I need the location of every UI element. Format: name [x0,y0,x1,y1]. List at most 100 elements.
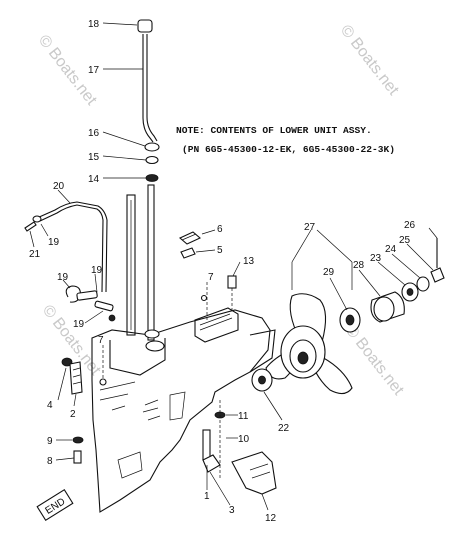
part-6-block [178,231,202,245]
shift-rod-assembly [102,19,160,182]
part-7-screw-b [99,378,107,386]
part-21-clip [24,221,37,232]
callout-13: 13 [243,256,255,267]
callout-2: 2 [70,409,76,420]
housing-plate [194,307,239,343]
leader-27b [316,229,353,263]
callout-10: 10 [238,434,250,445]
part-19-grommet-left [65,285,81,303]
upper-small-parts [178,229,241,320]
grommet-group [62,273,116,324]
leader-6 [201,229,216,235]
callout-24: 24 [385,244,397,255]
leader-21 [29,230,35,248]
callout-21: 21 [29,249,41,260]
housing-boss [145,340,165,352]
leader-20 [57,189,71,204]
leader-3 [209,471,231,506]
part-2-ribs [72,367,82,385]
housing-hatch [99,381,161,421]
callout-7-b: 7 [98,335,104,346]
part-28-face [373,296,395,322]
propeller-assembly [251,227,445,421]
leader-19a [40,223,49,237]
callout-9: 9 [47,436,53,447]
part-12-lines [249,463,271,479]
shaft-seal [144,329,160,339]
part-23-hole [406,288,414,296]
leader-16 [102,131,146,147]
leader-22 [263,391,283,421]
housing-window [169,391,186,421]
leader-19d [84,310,104,324]
leader-23 [377,261,406,286]
leader-2 [73,393,77,407]
prop-blade-top [289,293,327,343]
callout-23: 23 [370,253,382,264]
note-line-2: (PN 6G5-45300-12-EK, 6G5-45300-22-3K) [182,144,395,155]
shift-rod-lower [147,184,155,341]
note-line-1: NOTE: CONTENTS OF LOWER UNIT ASSY. [176,125,372,136]
callout-29: 29 [323,267,335,278]
callout-18: 18 [88,19,100,30]
part-19-grommet-top [32,215,42,223]
part-20-tube-edge [39,204,104,293]
leader-4 [57,367,67,401]
part-17-rod [142,34,154,143]
leader-28 [358,269,381,297]
part-24-nut [416,276,430,292]
housing-plate-ribs [199,313,233,331]
part-13-plug [227,275,237,289]
water-tube-assembly [24,189,108,293]
part-6-line [181,233,197,241]
part-7-screw-a [200,294,208,302]
watermarks: © Boats.net © Boats.net © Boats.net © Bo… [35,22,407,399]
part-10-bolt [202,429,211,461]
callout-labels: 18 17 16 15 14 20 19 21 19 19 19 6 5 7 1… [29,19,416,524]
callout-14: 14 [88,174,100,185]
end-stamp-box [36,488,74,522]
part-8-bolt [73,450,82,464]
leader-25 [406,243,434,271]
callout-11: 11 [238,411,249,422]
leader-8 [55,457,75,461]
part-12-trim-tab [231,451,277,495]
housing-outline [91,309,271,513]
callout-5: 5 [217,245,223,256]
leader-19b [62,279,71,289]
leader-13 [232,261,241,277]
leader-27a [291,229,312,263]
leader-18 [102,22,138,26]
callout-6: 6 [217,224,223,235]
part-18-cap [137,19,153,33]
callout-17: 17 [88,65,100,76]
part-17-rod-edge [146,34,158,142]
callout-16: 16 [88,128,100,139]
part-19-screw [108,314,116,322]
callout-19-d: 19 [73,319,85,330]
leader-24 [391,253,421,279]
lower-unit-housing [91,184,276,513]
leader-5 [195,249,216,253]
part-5-pin [180,247,196,259]
leader-12 [261,493,269,511]
lower-small-parts [202,400,277,511]
callout-4: 4 [47,400,53,411]
part-9-washer [72,436,84,444]
part-20-tube [36,201,108,293]
callout-28: 28 [353,260,365,271]
callout-1: 1 [204,491,210,502]
prop-blade-right [309,354,353,395]
gear-case-nose [249,329,276,373]
part-19-bracket [94,300,114,312]
callout-19-c: 19 [91,265,103,276]
callout-15: 15 [88,152,100,163]
housing-collar [109,338,166,376]
callout-12: 12 [265,513,277,524]
callout-20: 20 [53,181,65,192]
left-small-parts [55,345,107,464]
callout-27: 27 [304,222,316,233]
part-29-bore [345,314,355,326]
callout-25: 25 [399,235,411,246]
